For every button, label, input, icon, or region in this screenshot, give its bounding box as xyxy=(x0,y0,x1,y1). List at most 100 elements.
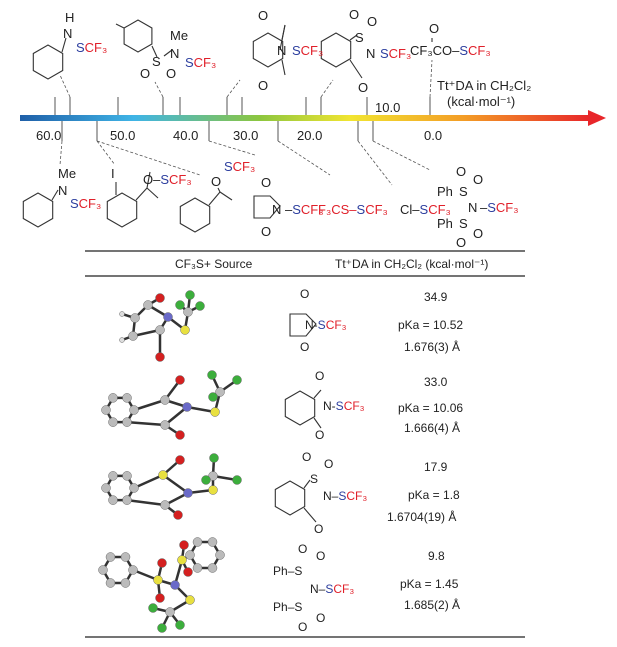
model-atom xyxy=(119,337,125,343)
model-atom xyxy=(215,387,225,397)
model-atom xyxy=(157,558,167,568)
bond-line xyxy=(163,49,173,57)
model-atom xyxy=(175,375,185,385)
scf3-label: SCF₃ xyxy=(224,159,255,174)
model-atom xyxy=(192,563,203,573)
atom-o: O xyxy=(315,369,324,383)
oscf3-label: O–SCF₃ xyxy=(143,172,192,187)
model-atom xyxy=(101,483,111,493)
scf3-label: –SCF₃ xyxy=(480,200,519,215)
atom-ph: Ph xyxy=(437,216,453,231)
atom-n: N xyxy=(468,200,477,215)
bond-line xyxy=(208,191,221,206)
benzene-ring xyxy=(179,197,211,233)
table-header-value: Tt⁺DA in CH₂Cl₂ (kcal·mol⁻¹) xyxy=(335,257,488,271)
model-atom xyxy=(119,311,125,317)
model-atom xyxy=(208,485,218,495)
table-row-4: 9.8 pKa = 1.45 1.685(2) Å xyxy=(400,549,460,612)
benzene-ring xyxy=(123,19,153,53)
model-atom xyxy=(155,593,165,603)
benzene-ring xyxy=(252,32,284,68)
tick-label: 0.0 xyxy=(424,128,442,143)
model-atom xyxy=(210,407,220,417)
model-atom xyxy=(108,417,118,427)
connector-line xyxy=(96,140,116,166)
atom-o: O xyxy=(298,620,307,634)
reagent-cumyl-ether: O SCF₃ xyxy=(211,159,255,189)
model-atom xyxy=(207,563,218,573)
atom-me: Me xyxy=(170,28,188,43)
model-atom xyxy=(175,300,185,310)
model-atom xyxy=(105,552,116,562)
atom-o: O xyxy=(261,224,271,239)
model-atom xyxy=(101,405,111,415)
connector-line xyxy=(372,140,431,171)
atom-o: O xyxy=(300,340,309,354)
model-atom xyxy=(122,393,132,403)
model-atom xyxy=(128,565,138,575)
ph-s-label: Ph–S xyxy=(273,600,302,614)
model-atom xyxy=(163,312,173,322)
reagent-phthalimide: O O N SCF₃ xyxy=(258,8,323,93)
atom-o: O xyxy=(315,428,324,442)
bond-line xyxy=(217,187,221,193)
atom-ph: Ph xyxy=(437,184,453,199)
model-atom xyxy=(122,417,132,427)
model-atom xyxy=(201,475,211,485)
model-atom xyxy=(207,537,218,547)
bond-line xyxy=(349,59,363,79)
bond-line xyxy=(115,23,125,29)
model-atom xyxy=(153,575,163,585)
axis-title: Tt⁺DA in CH₂Cl₂ xyxy=(437,78,531,93)
atom-s: S xyxy=(310,472,318,486)
atom-o: O xyxy=(324,457,333,471)
scale-tick-labels: 60.0 50.0 40.0 30.0 20.0 10.0 0.0 xyxy=(36,100,442,143)
nscf3-label: N–SCF₃ xyxy=(310,582,354,596)
atom-o: O xyxy=(258,78,268,93)
atom-me: Me xyxy=(58,166,76,181)
model-atom xyxy=(108,393,118,403)
reagent-tosyl-amide: Me N S O O SCF₃ xyxy=(140,28,216,81)
model-atom xyxy=(175,430,185,440)
model-atom xyxy=(158,470,168,480)
atom-o: O xyxy=(261,175,271,190)
atom-s: S xyxy=(459,216,468,231)
model-atom xyxy=(155,325,165,335)
scf3-label: –SCF₃ xyxy=(285,202,324,217)
model-atom xyxy=(175,620,185,630)
atom-n: N xyxy=(58,183,67,198)
connector-line xyxy=(320,79,334,98)
atom-o: O xyxy=(258,8,268,23)
ttda-value: 9.8 xyxy=(428,549,445,563)
model-bond xyxy=(126,420,166,427)
pka-value: pKa = 10.52 xyxy=(398,318,463,332)
ph-s-label: Ph–S xyxy=(273,564,302,578)
model-atom xyxy=(180,325,190,335)
bond-line xyxy=(61,37,67,53)
model-atom xyxy=(129,483,139,493)
model-atom xyxy=(143,300,153,310)
model-atom xyxy=(209,453,219,463)
atom-o: O xyxy=(166,66,176,81)
bond-length: 1.666(4) Å xyxy=(404,420,460,435)
bond-line xyxy=(313,417,322,429)
connector-line xyxy=(208,140,256,156)
model-atom xyxy=(108,471,118,481)
model-atom xyxy=(185,290,195,300)
atom-n: N xyxy=(277,43,286,58)
model-atom xyxy=(232,375,242,385)
table-row-1: 34.9 pKa = 10.52 1.676(3) Å xyxy=(398,290,463,354)
reagent-phnh-scf3: H N SCF₃ xyxy=(63,10,107,55)
bond-length: 1.6704(19) Å xyxy=(387,509,456,524)
table-row-3: 17.9 pKa = 1.8 1.6704(19) Å xyxy=(387,460,460,524)
model-bond xyxy=(133,398,166,412)
succinimide-ring xyxy=(289,313,317,337)
model-atom xyxy=(98,565,108,575)
bond-length: 1.676(3) Å xyxy=(404,339,460,354)
table-row-2: 33.0 pKa = 10.06 1.666(4) Å xyxy=(398,375,463,435)
model-atom xyxy=(129,405,139,415)
bond-line xyxy=(135,187,148,201)
reagent-cl-scf3: Cl–SCF₃ xyxy=(400,202,451,217)
atom-i: I xyxy=(111,166,115,181)
